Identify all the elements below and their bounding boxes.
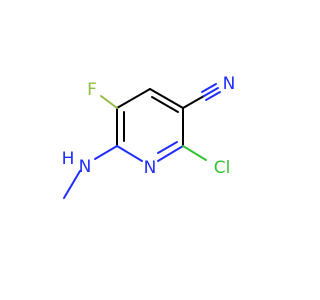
bond-c3-nitrile-carbon	[182, 95, 205, 109]
ring-bond-n1-c6	[116, 145, 143, 162]
bond-c6-amine	[94, 145, 118, 160]
nitrile-triple-bond-lower	[205, 91, 221, 101]
ring-bond-c2-n1	[157, 145, 184, 162]
nitrile-triple-bond-center	[203, 87, 219, 97]
structure-svg: F N N Cl N H	[62, 74, 236, 199]
nitrile-triple-bond-upper	[201, 83, 217, 93]
bond-amine-methyl	[63, 170, 81, 199]
amine-hydrogen-label: H	[62, 149, 75, 169]
ring-bond-c4-c3-inner	[151, 96, 179, 113]
molecule-diagram: F N N Cl N H	[61, 74, 236, 199]
ring-bond-c4-c3	[149, 88, 184, 109]
bond-c2-chlorine	[182, 145, 207, 161]
ring-bond-c5-c4	[116, 88, 151, 109]
bond-c5-fluorine	[100, 95, 118, 109]
ring-bond-c2-n1-inner	[157, 141, 178, 154]
nitrile-nitrogen-label: N	[223, 74, 236, 94]
ring-nitrogen-label: N	[144, 158, 157, 178]
amine-nitrogen-label: N	[79, 157, 92, 177]
fluorine-label: F	[87, 80, 97, 100]
chlorine-label: Cl	[214, 158, 231, 178]
